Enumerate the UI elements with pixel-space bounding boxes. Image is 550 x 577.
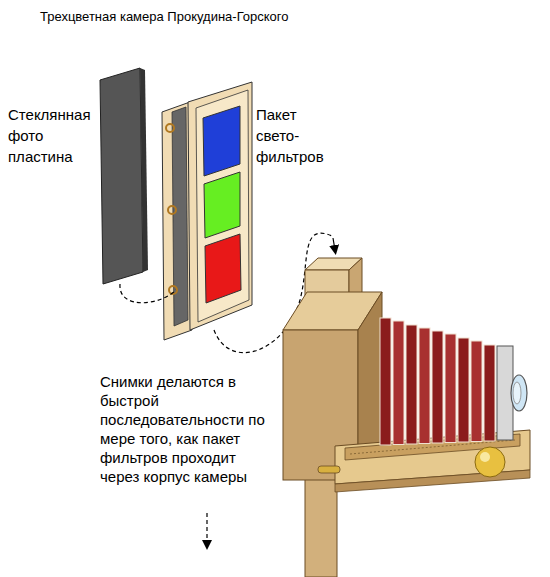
diagram-title: Трехцветная камера Прокудина-Горского <box>40 8 460 25</box>
glass-plate <box>100 68 148 284</box>
camera-body <box>283 258 530 577</box>
part-label: Стеклянная фото пластина <box>8 104 100 167</box>
motion-arrow <box>333 238 335 250</box>
motion-path <box>120 284 176 303</box>
motion-arrow <box>206 513 207 545</box>
filter-pack <box>162 82 252 340</box>
part-label: Пакет свето- фильтров <box>256 104 334 167</box>
note-text: Снимки делаются в быстрой последовательн… <box>100 372 270 486</box>
